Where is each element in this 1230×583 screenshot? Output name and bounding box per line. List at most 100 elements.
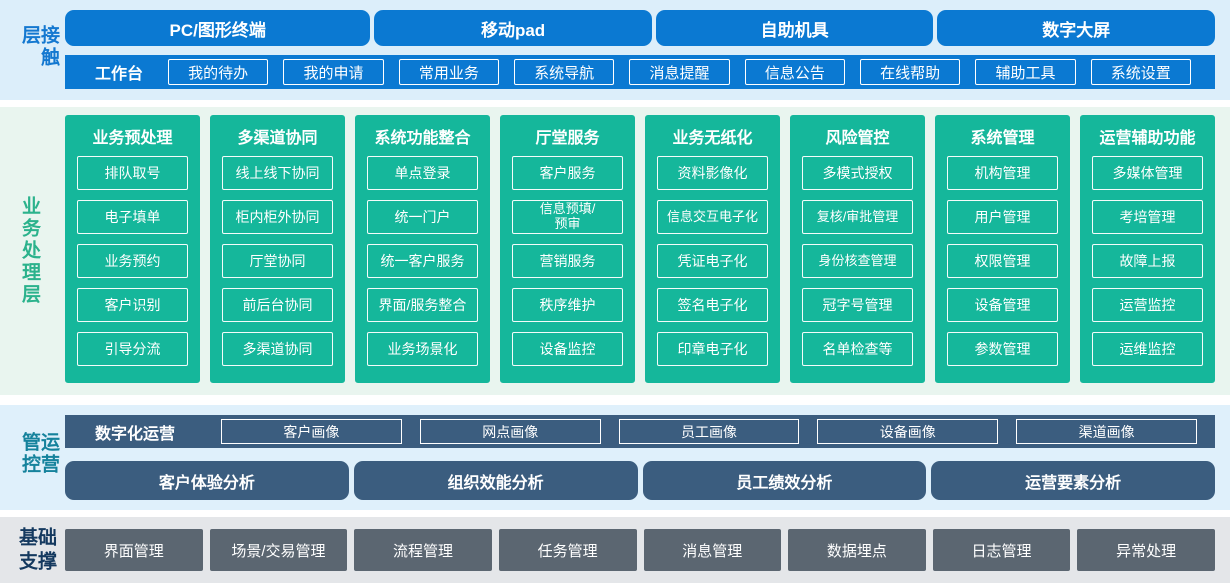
foundation-log-management-button[interactable]: 日志管理 (932, 529, 1071, 571)
column-item[interactable]: 签名电子化 (657, 288, 768, 322)
column-item[interactable]: 统一门户 (367, 200, 478, 234)
business-layer-band: 业务处理层 业务预处理 排队取号 电子填单 业务预约 客户识别 引导分流 多渠道… (0, 107, 1230, 395)
column-item[interactable]: 身份核查管理 (802, 244, 913, 278)
column-item[interactable]: 业务预约 (77, 244, 188, 278)
portrait-customer-button[interactable]: 客户画像 (221, 419, 402, 444)
column-item[interactable]: 用户管理 (947, 200, 1058, 234)
column-item[interactable]: 秩序维护 (512, 288, 623, 322)
workbench-item-my-applications[interactable]: 我的申请 (283, 59, 384, 85)
column-title: 多渠道协同 (237, 129, 318, 147)
column-item[interactable]: 统一客户服务 (367, 244, 478, 278)
analysis-ops-elements-button[interactable]: 运营要素分析 (931, 461, 1215, 500)
column-item[interactable]: 设备监控 (512, 332, 623, 366)
column-item[interactable]: 凭证电子化 (657, 244, 768, 278)
analysis-org-efficiency-button[interactable]: 组织效能分析 (353, 461, 638, 500)
column-item[interactable]: 信息预填/ 预审 (512, 200, 623, 234)
column-item[interactable]: 印章电子化 (657, 332, 768, 366)
business-column-ops-auxiliary: 运营辅助功能 多媒体管理 考培管理 故障上报 运营监控 运维监控 (1080, 115, 1215, 383)
column-item[interactable]: 界面/服务整合 (367, 288, 478, 322)
foundation-layer-band: 基础支撑 界面管理 场景/交易管理 流程管理 任务管理 消息管理 数据埋点 日志… (0, 517, 1230, 583)
column-title: 风险管控 (825, 129, 890, 147)
business-column-paperless: 业务无纸化 资料影像化 信息交互电子化 凭证电子化 签名电子化 印章电子化 (645, 115, 780, 383)
column-item[interactable]: 营销服务 (512, 244, 623, 278)
column-item[interactable]: 排队取号 (77, 156, 188, 190)
terminal-pc-graphic-button[interactable]: PC/图形终端 (65, 10, 371, 46)
column-title: 系统功能整合 (374, 129, 471, 147)
portrait-channel-button[interactable]: 渠道画像 (1016, 419, 1197, 444)
column-item[interactable]: 电子填单 (77, 200, 188, 234)
column-item[interactable]: 参数管理 (947, 332, 1058, 366)
column-item[interactable]: 权限管理 (947, 244, 1058, 278)
foundation-scene-transaction-button[interactable]: 场景/交易管理 (209, 529, 348, 571)
column-item[interactable]: 客户服务 (512, 156, 623, 190)
business-column-system-integration: 系统功能整合 单点登录 统一门户 统一客户服务 界面/服务整合 业务场景化 (355, 115, 490, 383)
column-item[interactable]: 考培管理 (1092, 200, 1203, 234)
foundation-process-management-button[interactable]: 流程管理 (354, 529, 492, 571)
column-item[interactable]: 多模式授权 (802, 156, 913, 190)
foundation-ui-management-button[interactable]: 界面管理 (65, 529, 203, 571)
column-item[interactable]: 线上线下协同 (222, 156, 333, 190)
business-column-preprocessing: 业务预处理 排队取号 电子填单 业务预约 客户识别 引导分流 (65, 115, 200, 383)
terminal-digital-screen-button[interactable]: 数字大屏 (937, 10, 1215, 46)
column-item[interactable]: 单点登录 (367, 156, 478, 190)
column-item[interactable]: 复核/审批管理 (802, 200, 913, 234)
column-item[interactable]: 客户识别 (77, 288, 188, 322)
column-item[interactable]: 冠字号管理 (802, 288, 913, 322)
column-item[interactable]: 多渠道协同 (222, 332, 333, 366)
digital-ops-bar: 数字化运营 客户画像 网点画像 员工画像 设备画像 渠道画像 (65, 415, 1215, 448)
analysis-row: 客户体验分析 组织效能分析 员工绩效分析 运营要素分析 (65, 461, 1215, 500)
foundation-message-management-button[interactable]: 消息管理 (643, 529, 782, 571)
column-item[interactable]: 运维监控 (1092, 332, 1203, 366)
digital-ops-label: 数字化运营 (95, 425, 176, 443)
contact-layer-band: 接触层 PC/图形终端 移动pad 自助机具 数字大屏 工作台 我的待办 我的申… (0, 0, 1230, 100)
foundation-data-tracking-button[interactable]: 数据埋点 (788, 529, 926, 571)
workbench-item-system-navigation[interactable]: 系统导航 (514, 59, 615, 85)
column-title: 运营辅助功能 (1099, 129, 1196, 147)
column-item[interactable]: 引导分流 (77, 332, 188, 366)
workbench-bar: 工作台 我的待办 我的申请 常用业务 系统导航 消息提醒 信息公告 在线帮助 辅… (65, 55, 1215, 89)
business-column-risk-control: 风险管控 多模式授权 复核/审批管理 身份核查管理 冠字号管理 名单检查等 (790, 115, 925, 383)
column-title: 厅堂服务 (535, 129, 600, 147)
foundation-task-management-button[interactable]: 任务管理 (498, 529, 637, 571)
column-item[interactable]: 多媒体管理 (1092, 156, 1203, 190)
terminal-row: PC/图形终端 移动pad 自助机具 数字大屏 (65, 10, 1215, 46)
contact-layer-label: 接触层 (19, 25, 59, 69)
foundation-exception-handling-button[interactable]: 异常处理 (1077, 529, 1215, 571)
column-title: 业务无纸化 (672, 129, 753, 147)
workbench-item-online-help[interactable]: 在线帮助 (859, 59, 961, 85)
workbench-item-my-todo[interactable]: 我的待办 (168, 59, 269, 85)
column-item[interactable]: 柜内柜外协同 (222, 200, 333, 234)
portrait-employee-button[interactable]: 员工画像 (618, 419, 800, 444)
portrait-branch-button[interactable]: 网点画像 (419, 419, 601, 444)
column-title: 系统管理 (970, 129, 1035, 147)
workbench-item-auxiliary-tools[interactable]: 辅助工具 (975, 59, 1076, 85)
column-item[interactable]: 机构管理 (947, 156, 1058, 190)
column-item[interactable]: 资料影像化 (657, 156, 768, 190)
business-column-system-management: 系统管理 机构管理 用户管理 权限管理 设备管理 参数管理 (935, 115, 1070, 383)
column-item[interactable]: 业务场景化 (367, 332, 478, 366)
workbench-item-common-business[interactable]: 常用业务 (398, 59, 499, 85)
terminal-self-service-button[interactable]: 自助机具 (655, 10, 934, 46)
portrait-device-button[interactable]: 设备画像 (817, 419, 999, 444)
column-item[interactable]: 设备管理 (947, 288, 1058, 322)
column-item[interactable]: 前后台协同 (222, 288, 333, 322)
foundation-row: 界面管理 场景/交易管理 流程管理 任务管理 消息管理 数据埋点 日志管理 异常… (65, 529, 1215, 571)
column-item[interactable]: 信息交互电子化 (657, 200, 768, 234)
business-layer-label: 业务处理层 (19, 196, 40, 306)
workbench-item-message-reminder[interactable]: 消息提醒 (629, 59, 730, 85)
analysis-customer-experience-button[interactable]: 客户体验分析 (65, 461, 349, 500)
column-item[interactable]: 厅堂协同 (222, 244, 333, 278)
column-item[interactable]: 运营监控 (1092, 288, 1203, 322)
analysis-employee-performance-button[interactable]: 员工绩效分析 (642, 461, 927, 500)
workbench-item-info-announcement[interactable]: 信息公告 (744, 59, 845, 85)
business-columns-grid: 业务预处理 排队取号 电子填单 业务预约 客户识别 引导分流 多渠道协同 线上线… (65, 115, 1215, 383)
operations-layer-label: 运营管控 (19, 431, 59, 476)
column-item[interactable]: 名单检查等 (802, 332, 913, 366)
column-item[interactable]: 故障上报 (1092, 244, 1203, 278)
operations-layer-band: 运营管控 数字化运营 客户画像 网点画像 员工画像 设备画像 渠道画像 客户体验… (0, 405, 1230, 510)
workbench-item-system-settings[interactable]: 系统设置 (1090, 59, 1191, 85)
terminal-mobile-pad-button[interactable]: 移动pad (374, 10, 652, 46)
foundation-layer-label: 基础支撑 (18, 527, 57, 572)
business-column-multichannel: 多渠道协同 线上线下协同 柜内柜外协同 厅堂协同 前后台协同 多渠道协同 (210, 115, 345, 383)
workbench-label: 工作台 (95, 66, 144, 83)
